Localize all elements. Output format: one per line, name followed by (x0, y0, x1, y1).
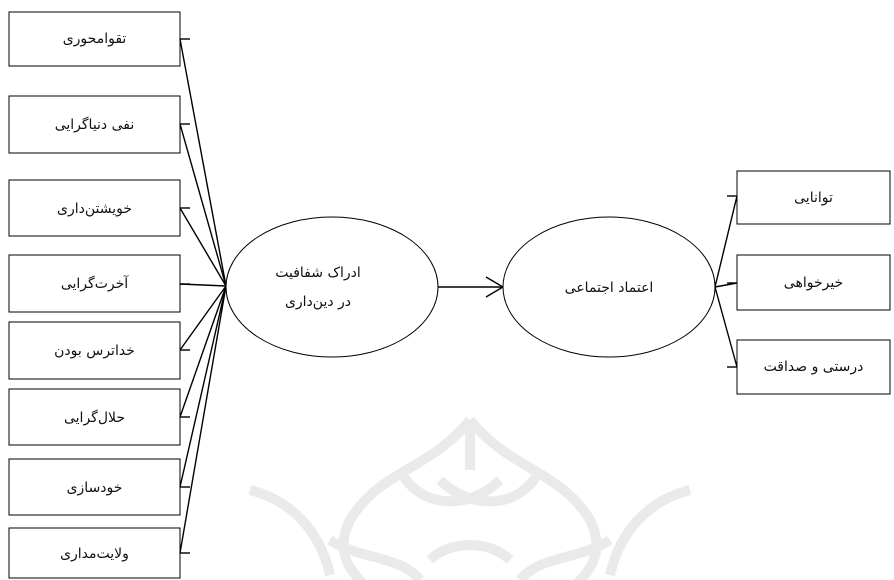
perceived-transparency-construct: ادراک شفافیت در دین‌داری (225, 216, 439, 358)
causal-arrow (438, 276, 505, 298)
factor-label: تقوامحوری (63, 31, 127, 47)
factor-label: ولایت‌مداری (60, 546, 129, 562)
factor-label: نفی دنیاگرایی (55, 116, 135, 133)
left-connector-lines (179, 38, 227, 554)
factor-box-akheratgerayi: آخرت‌گرایی (8, 254, 181, 313)
factor-label: خداترس بودن (54, 343, 135, 359)
watermark-emblem (248, 416, 692, 580)
factor-box-khishtandari: خویشتن‌داری (8, 179, 181, 237)
construct-label-line1: ادراک شفافیت (275, 265, 361, 281)
factor-label: خودسازی (67, 480, 123, 496)
right-connector-lines (714, 195, 738, 368)
factor-label: آخرت‌گرایی (61, 275, 129, 292)
factor-box-dorosti-va-sedaghat: درستی و صداقت (736, 339, 891, 395)
factor-label: خویشتن‌داری (57, 201, 132, 217)
factor-box-kheyrkhahi: خیرخواهی (736, 254, 891, 311)
construct-label-line2: در دین‌داری (285, 294, 351, 310)
factor-box-velayatmadari: ولایت‌مداری (8, 527, 181, 579)
social-trust-construct: اعتماد اجتماعی (502, 216, 716, 358)
factor-label: خیرخواهی (784, 275, 843, 291)
factor-box-halalgerayi: حلال‌گرایی (8, 388, 181, 446)
factor-box-tavanayi: توانایی (736, 170, 891, 225)
factor-box-taqvamehvari: تقوامحوری (8, 11, 181, 67)
factor-box-nafye-donyagerayi: نفی دنیاگرایی (8, 95, 181, 154)
outcome-label: اعتماد اجتماعی (565, 280, 654, 296)
factor-box-khodsazi: خودسازی (8, 458, 181, 516)
factor-box-khodatars-budan: خداترس بودن (8, 321, 181, 380)
right-factor-boxes: توانایی خیرخواهی درستی و صداقت (736, 170, 891, 395)
factor-label: درستی و صداقت (764, 359, 864, 375)
left-factor-boxes: تقوامحوری نفی دنیاگرایی خویشتن‌داری آخرت… (8, 11, 181, 579)
factor-label: توانایی (794, 190, 833, 206)
factor-label: حلال‌گرایی (64, 409, 125, 426)
